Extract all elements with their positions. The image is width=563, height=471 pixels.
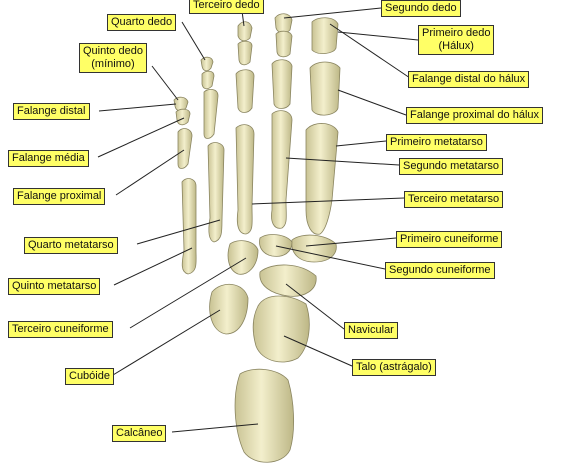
label-cuboide: Cubóide: [65, 368, 114, 385]
bone-first-cuneiform: [291, 234, 337, 263]
leader-falange-distal: [98, 103, 177, 112]
bone-navicular: [259, 264, 317, 297]
label-calcaneo: Calcâneo: [112, 425, 167, 442]
bone-hallux-distal-phalanx: [311, 17, 339, 54]
leader-primeiro-metatarso: [335, 140, 387, 147]
leader-quinto-dedo: [151, 65, 179, 101]
bone-fifth-proximal-phalanx: [177, 128, 193, 169]
bone-fifth-metatarsal: [181, 178, 197, 275]
leader-segundo-cuneiforme: [275, 245, 386, 270]
leader-segundo-dedo: [283, 7, 382, 19]
leader-terceiro-metatarso: [251, 197, 405, 205]
label-segundo-metatarso: Segundo metatarso: [399, 158, 504, 175]
bone-third-middle-phalanx: [237, 40, 253, 66]
label-terceiro-dedo: Terceiro dedo: [189, 0, 264, 14]
label-falange-distal: Falange distal: [13, 103, 90, 120]
label-falange-distal-halux: Falange distal do hálux: [408, 71, 530, 88]
leader-falange-media: [97, 117, 185, 158]
leader-cuboide: [112, 309, 221, 376]
label-terceiro-metatarso: Terceiro metatarso: [404, 191, 504, 208]
bone-fifth-distal-phalanx: [173, 96, 189, 112]
leader-quinto-metatarso: [113, 247, 193, 286]
leader-calcaneo: [171, 423, 259, 433]
bone-third-proximal-phalanx: [235, 69, 255, 113]
bone-fifth-middle-phalanx: [175, 108, 191, 126]
bone-talus: [252, 295, 310, 363]
leader-falange-proximal: [115, 149, 185, 196]
label-primeiro-dedo: Primeiro dedo (Hálux): [418, 25, 495, 55]
leader-falange-proximal-halux: [337, 89, 407, 116]
label-talo: Talo (astrágalo): [352, 359, 436, 376]
bone-hallux-proximal-phalanx: [309, 61, 341, 116]
bone-fourth-metatarsal: [207, 142, 225, 243]
leader-falange-distal-halux: [329, 23, 411, 79]
label-segundo-cuneiforme: Segundo cuneiforme: [385, 262, 495, 279]
leader-quarto-metatarso: [136, 219, 221, 245]
label-terceiro-cuneiforme: Terceiro cuneiforme: [8, 321, 113, 338]
label-primeiro-cuneiforme: Primeiro cuneiforme: [396, 231, 503, 248]
label-quarto-metatarso: Quarto metatarso: [24, 237, 118, 254]
bone-second-metatarsal: [271, 110, 293, 229]
leader-primeiro-cuneiforme: [305, 237, 397, 247]
leader-quarto-dedo: [181, 21, 206, 61]
bone-first-metatarsal: [305, 123, 339, 235]
label-falange-proximal: Falange proximal: [13, 188, 106, 205]
bone-second-cuneiform: [259, 234, 293, 257]
bone-second-distal-phalanx: [274, 13, 293, 34]
label-navicular: Navicular: [344, 322, 398, 339]
leader-primeiro-dedo: [337, 31, 419, 41]
bone-second-middle-phalanx: [275, 30, 293, 58]
label-primeiro-dedo-line2: (Hálux): [438, 40, 474, 52]
bone-third-metatarsal: [235, 124, 255, 235]
bone-third-distal-phalanx: [237, 21, 253, 42]
leader-terceiro-cuneiforme: [129, 257, 247, 329]
label-quinto-dedo-line2: (mínimo): [91, 58, 135, 70]
label-falange-media: Falange média: [8, 150, 89, 167]
bone-fourth-proximal-phalanx: [203, 88, 219, 139]
leader-navicular: [285, 283, 345, 330]
bone-cuboid: [209, 284, 249, 335]
label-primeiro-dedo-line1: Primeiro dedo: [422, 27, 491, 39]
bone-calcaneus: [234, 368, 295, 463]
label-quinto-dedo-line1: Quinto dedo: [83, 45, 143, 57]
leader-talo: [283, 335, 353, 367]
label-quarto-dedo: Quarto dedo: [107, 14, 177, 31]
label-quinto-metatarso: Quinto metatarso: [8, 278, 101, 295]
label-falange-proximal-halux: Falange proximal do hálux: [406, 107, 544, 124]
label-primeiro-metatarso: Primeiro metatarso: [386, 134, 487, 151]
label-quinto-dedo: Quinto dedo (mínimo): [79, 43, 147, 73]
bone-fourth-middle-phalanx: [201, 70, 215, 90]
bone-third-cuneiform: [227, 240, 259, 275]
bone-fourth-distal-phalanx: [200, 56, 214, 72]
bone-second-proximal-phalanx: [271, 59, 293, 109]
label-segundo-dedo: Segundo dedo: [381, 0, 461, 17]
leader-segundo-metatarso: [285, 157, 400, 166]
